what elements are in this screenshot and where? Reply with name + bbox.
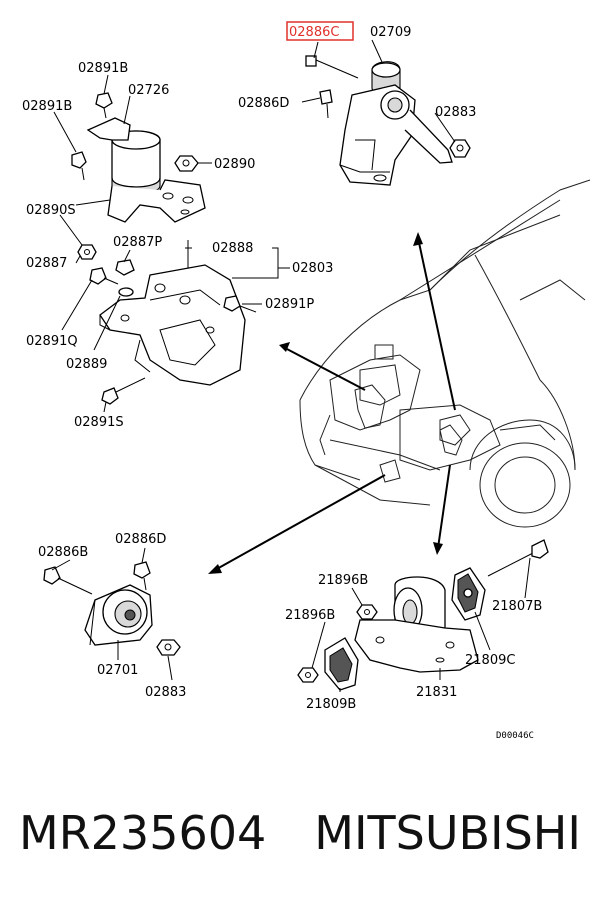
part-number: MR235604 (19, 806, 267, 860)
bolt-02891B-a (95, 92, 113, 119)
label-02889: 02889 (66, 357, 107, 372)
bolt-02891P (223, 295, 257, 313)
label-02887P: 02887P (113, 235, 162, 250)
bolt-02891Q (89, 267, 119, 285)
bolt-02891S (101, 377, 146, 405)
washer-02887P (115, 259, 135, 276)
label-02888: 02888 (212, 241, 253, 256)
nut-02890 (174, 155, 199, 172)
label-02887: 02887 (26, 256, 67, 271)
mount-02701 (84, 584, 153, 646)
label-02886C-top: 02886C (289, 25, 339, 40)
brand-name: MITSUBISHI (314, 806, 581, 860)
bracket-21809B (324, 637, 359, 691)
mount-02726 (86, 117, 206, 223)
washer-02889 (118, 287, 134, 297)
label-02883-bottom: 02883 (145, 685, 186, 700)
label-02726: 02726 (128, 83, 169, 98)
bolt-02886D-bottom (133, 561, 151, 591)
caption: MR235604 MITSUBISHI (0, 806, 600, 876)
bracket-21809C (451, 567, 486, 621)
label-21809C: 21809C (465, 653, 515, 668)
label-02890: 02890 (214, 157, 255, 172)
label-02891B-a: 02891B (78, 61, 128, 76)
label-02883-top: 02883 (435, 105, 476, 120)
label-02886B: 02886B (38, 545, 88, 560)
highlight-box (286, 21, 354, 41)
mount-21831 (354, 576, 479, 673)
label-02886D-bottom: 02886D (115, 532, 166, 547)
nut-02883-top (449, 139, 471, 158)
nut-21896B-a (356, 604, 378, 620)
car-body-outline (299, 179, 591, 528)
label-21809B: 21809B (306, 697, 356, 712)
label-21896B-a: 21896B (318, 573, 368, 588)
bolt-02886B (43, 566, 93, 595)
label-02886D-top: 02886D (238, 96, 289, 111)
label-02891P: 02891P (265, 297, 314, 312)
leader-arrows (208, 232, 456, 574)
label-02890S: 02890S (26, 203, 76, 218)
label-leader-lines (51, 39, 531, 692)
engine-mount-exploded-diagram: 02886C 02709 02886D 02883 02891B 02726 0… (22, 21, 591, 741)
label-21896B-b: 21896B (285, 608, 335, 623)
reference-code: D00046C (496, 731, 534, 741)
nut-21896B-b (297, 667, 319, 683)
label-02803: 02803 (292, 261, 333, 276)
bolt-02886D-top (319, 89, 333, 119)
nut-02887 (77, 244, 97, 260)
nut-02883-bottom (156, 639, 181, 656)
mount-02709 (339, 61, 453, 186)
bolt-21807B (487, 539, 549, 577)
bolt-02886C (305, 55, 359, 79)
label-21831: 21831 (416, 685, 457, 700)
label-02701: 02701 (97, 663, 138, 678)
bracket-02803 (99, 264, 246, 386)
bolt-02891B-b (71, 151, 87, 181)
label-02891B-b: 02891B (22, 99, 72, 114)
label-02709: 02709 (370, 25, 411, 40)
label-02891Q: 02891Q (26, 334, 78, 349)
label-02891S: 02891S (74, 415, 124, 430)
label-21807B: 21807B (492, 599, 542, 614)
